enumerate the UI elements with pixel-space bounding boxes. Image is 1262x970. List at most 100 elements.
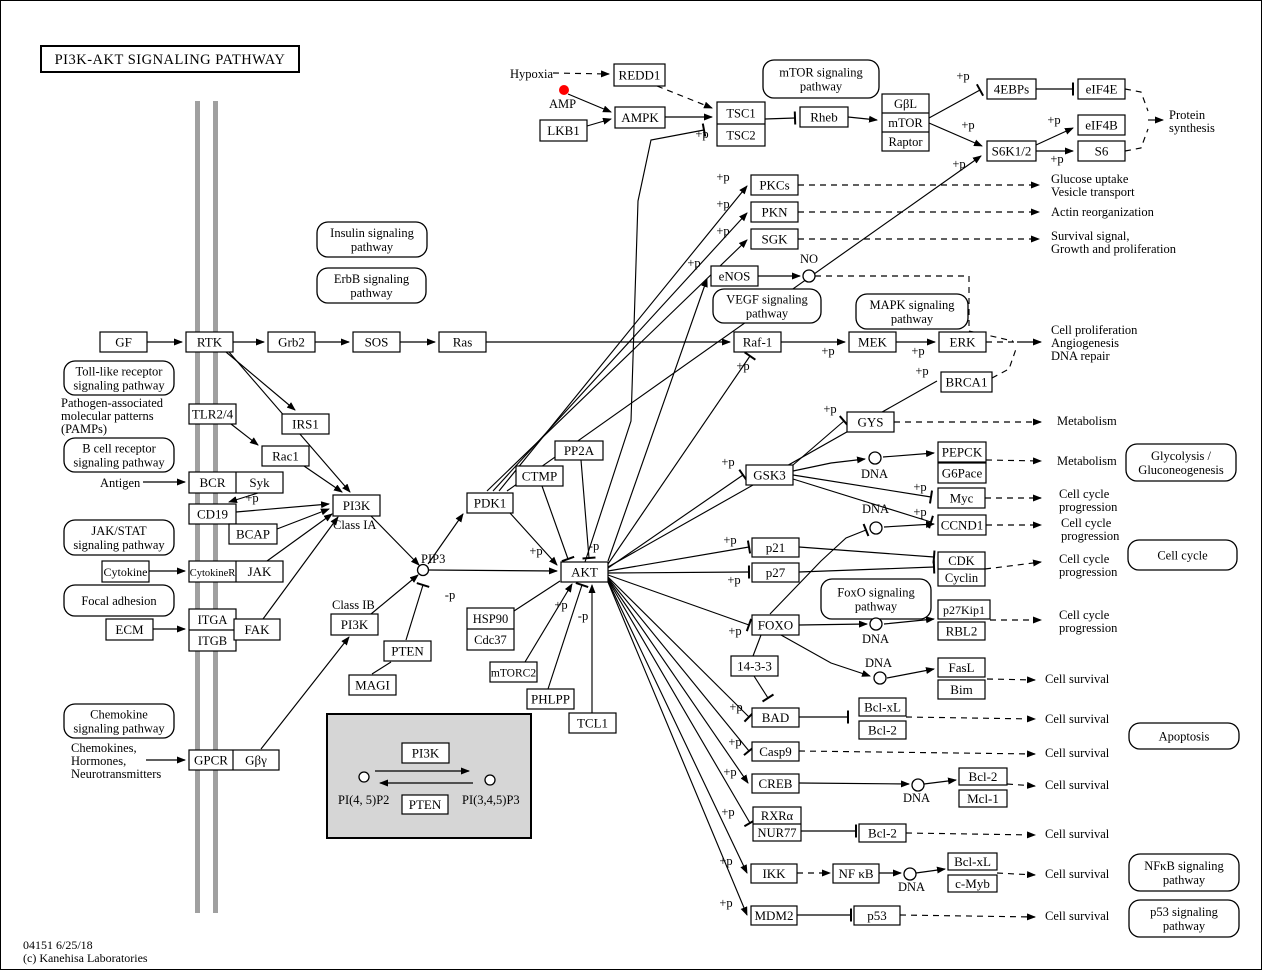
node-bcl2-bad[interactable]: Bcl-2 [858, 720, 907, 740]
node-pp2a[interactable]: PP2A [554, 440, 604, 461]
node-mek[interactable]: MEK [848, 331, 897, 353]
node-fasl[interactable]: FasL [937, 657, 986, 678]
node-4ebps[interactable]: 4EBPs [986, 78, 1037, 100]
node-p27kip1[interactable]: p27Kip1 [937, 599, 991, 620]
node-eif4b[interactable]: eIF4B [1077, 114, 1126, 136]
node-bclxl-bad[interactable]: Bcl-xL [858, 697, 907, 717]
node-magi[interactable]: MAGI [348, 674, 397, 696]
node-inset-pten[interactable]: PTEN [401, 794, 449, 815]
node-pten[interactable]: PTEN [383, 640, 432, 662]
pathway-apoptosis[interactable]: Apoptosis [1128, 722, 1240, 750]
node-myc[interactable]: Myc [937, 487, 986, 509]
node-raf1[interactable]: Raf-1 [733, 331, 782, 353]
node-brca1[interactable]: BRCA1 [940, 371, 993, 393]
node-mtorc2[interactable]: mTORC2 [489, 661, 538, 683]
node-gf[interactable]: GF [99, 331, 148, 353]
node-inset-pi3k[interactable]: PI3K [401, 742, 450, 764]
node-pepck[interactable]: PEPCK [937, 441, 987, 463]
node-14-3-3[interactable]: 14-3-3 [730, 655, 779, 677]
node-ikk[interactable]: IKK [750, 863, 798, 884]
node-ccnd1[interactable]: CCND1 [937, 514, 987, 536]
node-ctmp[interactable]: CTMP [515, 465, 564, 487]
node-g6pace[interactable]: G6Pace [937, 462, 987, 484]
node-bim[interactable]: Bim [937, 679, 986, 700]
node-tcl1[interactable]: TCL1 [568, 712, 617, 734]
node-redd1[interactable]: REDD1 [613, 63, 666, 87]
node-foxo[interactable]: FOXO [751, 614, 800, 636]
node-phlpp[interactable]: PHLPP [526, 688, 575, 710]
node-sos[interactable]: SOS [352, 331, 401, 353]
node-bad[interactable]: BAD [751, 707, 800, 728]
node-pkn[interactable]: PKN [750, 201, 799, 223]
node-bcl2-nur77[interactable]: Bcl-2 [858, 823, 907, 843]
node-casp9[interactable]: Casp9 [751, 741, 800, 762]
node-tlr24[interactable]: TLR2/4 [188, 403, 237, 425]
node-pi3k-class1b[interactable]: PI3K [330, 613, 379, 636]
node-cmyb[interactable]: c-Myb [947, 874, 998, 893]
node-rbl2[interactable]: RBL2 [937, 621, 986, 641]
pathway-focal[interactable]: Focal adhesion [63, 584, 175, 617]
node-bcap[interactable]: BCAP [228, 523, 278, 545]
node-cd19[interactable]: CD19 [188, 503, 237, 525]
node-cytokine[interactable]: Cytokine [101, 560, 150, 583]
node-mcl1[interactable]: Mcl-1 [958, 789, 1008, 808]
node-sgk[interactable]: SGK [750, 228, 799, 250]
edge-hsp90-to-akt [513, 580, 561, 612]
node-irs1[interactable]: IRS1 [281, 413, 330, 435]
node-p21[interactable]: p21 [751, 537, 800, 558]
node-pkcs[interactable]: PKCs [750, 174, 799, 196]
pathway-glycolysis[interactable]: Glycolysis /Gluconeogenesis [1125, 443, 1237, 482]
svg-text:S6K1/2: S6K1/2 [992, 144, 1032, 159]
node-gys[interactable]: GYS [846, 411, 895, 433]
edge-casp9-out [798, 750, 1036, 758]
node-bclxl-ikk[interactable]: Bcl-xL [947, 852, 998, 871]
node-pdk1[interactable]: PDK1 [466, 492, 514, 514]
node-p27[interactable]: p27 [751, 562, 800, 583]
node-rtk[interactable]: RTK [185, 331, 234, 353]
node-fak[interactable]: FAK [233, 618, 281, 641]
svg-text:14-3-3: 14-3-3 [737, 659, 772, 674]
node-nfkb[interactable]: NF κB [832, 863, 880, 884]
node-enos[interactable]: eNOS [710, 265, 759, 287]
node-ecm[interactable]: ECM [105, 618, 154, 641]
node-p53[interactable]: p53 [853, 905, 901, 926]
node-akt[interactable]: AKT [560, 561, 609, 583]
node-gsk3[interactable]: GSK3 [745, 464, 794, 486]
node-rheb[interactable]: Rheb [799, 106, 849, 128]
node-creb[interactable]: CREB [751, 773, 800, 794]
node-eif4e[interactable]: eIF4E [1077, 78, 1126, 100]
node-bcl2-creb[interactable]: Bcl-2 [958, 767, 1008, 786]
pathway-cellcycle[interactable]: Cell cycle [1127, 539, 1238, 571]
node-rac1[interactable]: Rac1 [261, 445, 310, 467]
node-lkb1[interactable]: LKB1 [539, 119, 588, 142]
node-grb2[interactable]: Grb2 [267, 331, 316, 353]
node-ras[interactable]: Ras [438, 331, 487, 353]
node-mdm2[interactable]: MDM2 [750, 905, 798, 926]
node-erk[interactable]: ERK [938, 331, 987, 353]
node-s6[interactable]: S6 [1077, 140, 1126, 162]
node-ampk[interactable]: AMPK [614, 106, 666, 129]
node-pi3k-class1a[interactable]: PI3K [332, 494, 381, 517]
node-s6k12[interactable]: S6K1/2 [986, 140, 1037, 162]
